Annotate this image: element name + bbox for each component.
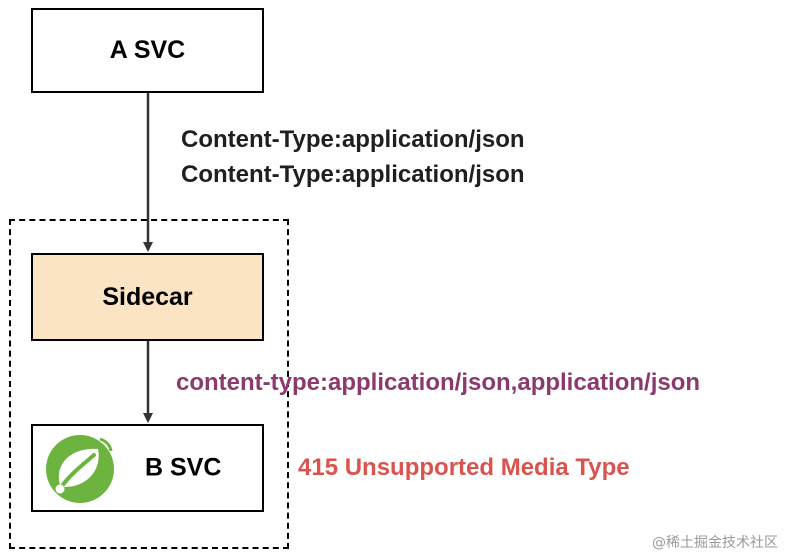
node-b-label: B SVC (145, 453, 222, 482)
spring-leaf-icon (46, 435, 114, 503)
node-sidecar: Sidecar (31, 253, 264, 341)
merged-header-label: content-type:application/json,applicatio… (176, 369, 701, 396)
header-label-line-2: Content-Type:application/json (181, 161, 525, 188)
node-a-svc: A SVC (31, 8, 264, 93)
node-a-label: A SVC (109, 36, 186, 64)
node-sidecar-label: Sidecar (102, 282, 193, 311)
header-label-line-1: Content-Type:application/json (181, 126, 525, 153)
watermark: @稀土掘金技术社区 (652, 535, 778, 551)
pod-boundary (9, 219, 289, 549)
error-label: 415 Unsupported Media Type (298, 454, 630, 481)
